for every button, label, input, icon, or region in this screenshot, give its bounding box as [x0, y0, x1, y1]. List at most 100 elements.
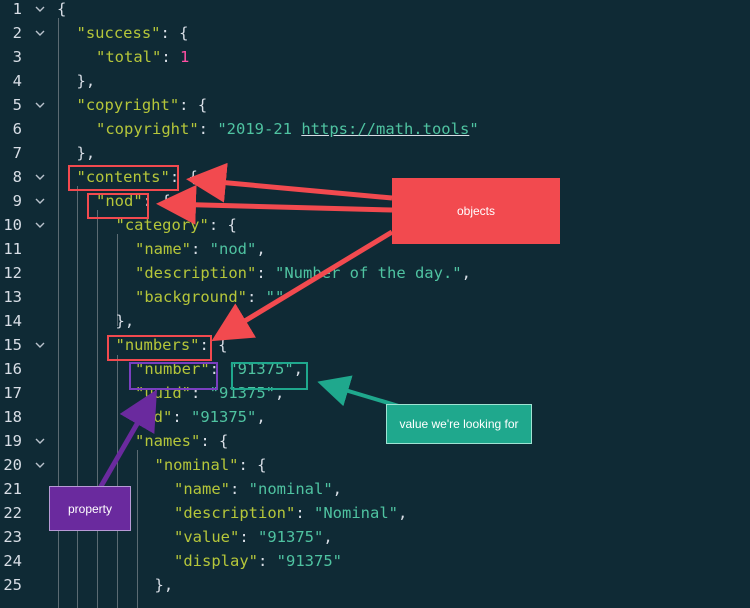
- code-token: ,: [332, 480, 343, 498]
- code-text: },: [116, 309, 135, 333]
- code-text: "description": "Number of the day.",: [135, 261, 471, 285]
- code-token: : {: [208, 216, 237, 234]
- line-number: 22: [3, 504, 22, 522]
- chevron-down-icon[interactable]: [34, 165, 46, 189]
- line-number: 20: [3, 456, 22, 474]
- code-text: "nominal": {: [155, 453, 267, 477]
- code-token: "numbers": [115, 336, 200, 354]
- code-line: 3"total": 1: [0, 45, 750, 69]
- code-token: "Nominal": [314, 504, 398, 522]
- code-token: :: [191, 240, 210, 258]
- code-line: 22"description": "Nominal",: [0, 501, 750, 525]
- chevron-down-icon[interactable]: [34, 21, 46, 45]
- code-token: "contents": [76, 168, 170, 186]
- objects-callout-label: objects: [456, 204, 496, 218]
- code-token: : {: [200, 432, 229, 450]
- code-token: "2019-21: [217, 120, 302, 138]
- code-text: "success": {: [77, 21, 189, 45]
- code-line: 19 "names": {: [0, 429, 750, 453]
- code-token: "nod": [209, 240, 257, 258]
- line-number: 10: [3, 216, 22, 234]
- code-line: 2"success": {: [0, 21, 750, 45]
- highlight-contents: [68, 165, 179, 191]
- arrow-to-property: [97, 389, 158, 490]
- code-token: "name": [174, 480, 230, 498]
- line-number: 19: [3, 432, 22, 450]
- chevron-down-icon[interactable]: [34, 0, 46, 21]
- code-token: "total": [96, 48, 162, 66]
- code-line: 20 "nominal": {: [0, 453, 750, 477]
- chevron-down-icon[interactable]: [34, 213, 46, 237]
- code-token: "success": [76, 24, 161, 42]
- code-token: "91375": [258, 528, 324, 546]
- property-callout: property: [49, 486, 131, 531]
- code-token: :: [198, 120, 218, 138]
- code-token: "copyright": [76, 96, 180, 114]
- code-token: :: [209, 360, 229, 378]
- code-token: :: [258, 552, 277, 570]
- code-token: "91375": [191, 408, 257, 426]
- code-token: {: [57, 0, 67, 18]
- line-number: 18: [3, 408, 22, 426]
- arrow-to-nod: [156, 184, 393, 225]
- indent-guide: [117, 355, 118, 608]
- line-number: 25: [3, 576, 22, 594]
- code-token: :: [191, 384, 210, 402]
- code-token: "background": [135, 288, 247, 306]
- value-callout-label: value we're looking for: [399, 417, 519, 431]
- line-number: 23: [3, 528, 22, 546]
- line-number: 14: [3, 312, 22, 330]
- chevron-down-icon[interactable]: [34, 93, 46, 117]
- code-token: ,: [398, 504, 408, 522]
- line-number: 13: [3, 288, 22, 306]
- code-token: "nod": [96, 192, 143, 210]
- arrow-to-numbers: [211, 229, 394, 342]
- code-token: : {: [179, 96, 208, 114]
- code-token: "name": [135, 240, 191, 258]
- code-text: "total": 1: [96, 45, 189, 69]
- chevron-down-icon[interactable]: [34, 189, 46, 213]
- value-callout: value we're looking for: [386, 404, 532, 444]
- line-number: 12: [3, 264, 22, 282]
- line-number: 7: [12, 144, 22, 162]
- arrow-to-contents: [186, 162, 393, 203]
- code-token: },: [76, 72, 96, 90]
- code-line: 5 "copyright": {: [0, 93, 750, 117]
- indent-guide: [97, 210, 98, 608]
- highlight-numbers: [107, 335, 212, 361]
- code-text: },: [155, 573, 174, 597]
- line-number: 8: [12, 168, 22, 186]
- url-link[interactable]: https://math.tools: [301, 120, 470, 138]
- code-text: "copyright": {: [77, 93, 208, 117]
- line-number: 21: [3, 480, 22, 498]
- line-number: 4: [12, 72, 22, 90]
- line-number: 6: [12, 120, 22, 138]
- code-text: "numbers": {: [116, 333, 228, 357]
- code-token: : {: [199, 336, 228, 354]
- chevron-down-icon[interactable]: [34, 429, 46, 453]
- line-number: 15: [3, 336, 22, 354]
- code-token: :: [172, 408, 191, 426]
- indent-guide: [137, 450, 138, 608]
- code-token: ,: [461, 264, 471, 282]
- indent-guide: [117, 234, 118, 326]
- code-line: 23"value": "91375",: [0, 525, 750, 549]
- code-token: },: [154, 576, 174, 594]
- code-text: {: [57, 0, 66, 21]
- code-token: ,: [256, 408, 266, 426]
- code-text: "copyright": "2019-21 https://math.tools…: [96, 117, 479, 141]
- chevron-down-icon[interactable]: [34, 333, 46, 357]
- code-line: 16"number": "91375",: [0, 357, 750, 381]
- code-token: :: [161, 48, 180, 66]
- code-text: },: [77, 69, 96, 93]
- code-token: "names": [135, 432, 201, 450]
- code-line: 6 "copyright": "2019-21 https://math.tool…: [0, 117, 750, 141]
- code-token: "number": [135, 360, 210, 378]
- line-number: 5: [12, 96, 22, 114]
- property-callout-label: property: [67, 501, 113, 516]
- code-token: "description": [174, 504, 296, 522]
- code-token: "Number of the day.": [275, 264, 462, 282]
- chevron-down-icon[interactable]: [34, 453, 46, 477]
- code-token: :: [246, 288, 266, 306]
